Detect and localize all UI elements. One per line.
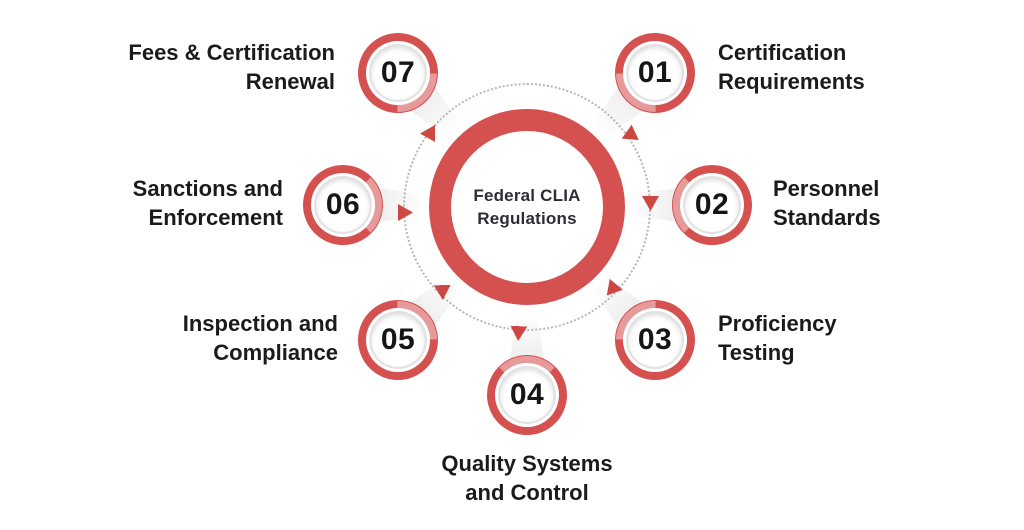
center-circle: Federal CLIA Regulations: [429, 109, 625, 305]
node-06-label: Sanctions and Enforcement: [132, 176, 283, 230]
node-circle-03: 03: [615, 300, 695, 380]
node-01-number: 01: [637, 56, 673, 89]
node-02-label: Personnel Standards: [773, 176, 881, 230]
node-circle-02: 02: [672, 165, 752, 245]
node-07-number: 07: [380, 56, 416, 89]
node-07-inner-disc: 07: [371, 46, 425, 100]
node-04-label: Quality Systems and Control: [441, 451, 613, 505]
node-circle-07: 07: [358, 33, 438, 113]
node-03-label: Proficiency Testing: [718, 311, 837, 365]
node-03-number: 03: [637, 323, 673, 356]
node-01-inner-disc: 01: [628, 46, 682, 100]
node-07-label: Fees & Certification Renewal: [128, 40, 335, 94]
node-circle-05: 05: [358, 300, 438, 380]
node-05-number: 05: [380, 323, 416, 356]
node-circle-01: 01: [615, 33, 695, 113]
node-05-label: Inspection and Compliance: [182, 311, 338, 365]
diagram-center-title: Federal CLIA Regulations: [473, 186, 581, 228]
node-02-number: 02: [694, 188, 730, 221]
node-06-inner-disc: 06: [316, 178, 370, 232]
node-circle-06: 06: [303, 165, 383, 245]
node-04-inner-disc: 04: [500, 368, 554, 422]
node-circle-04: 04: [487, 355, 567, 435]
node-06-number: 06: [325, 188, 361, 221]
node-01-label: Certification Requirements: [718, 40, 865, 94]
node-03-inner-disc: 03: [628, 313, 682, 367]
node-02-inner-disc: 02: [685, 178, 739, 232]
node-04-number: 04: [509, 378, 545, 411]
node-05-inner-disc: 05: [371, 313, 425, 367]
